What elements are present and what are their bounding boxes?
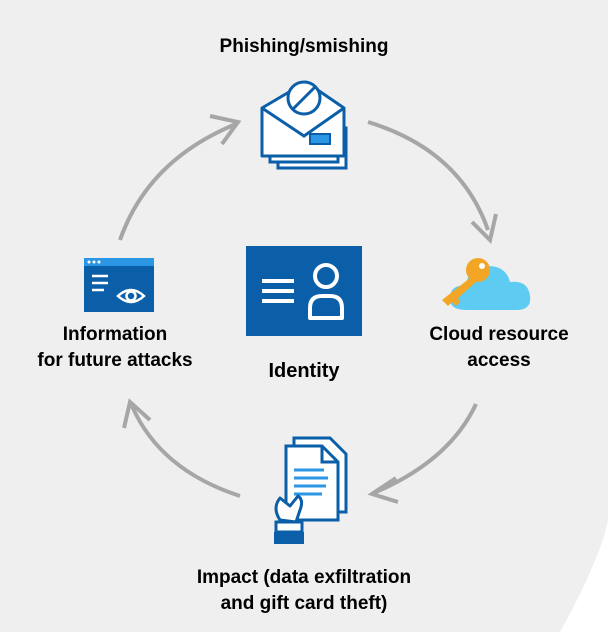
identity-card-icon	[246, 246, 362, 336]
document-hand-icon	[274, 436, 348, 544]
node-label-line: for future attacks	[37, 350, 193, 371]
phishing-envelope-icon	[260, 80, 348, 170]
node-label-cloud: Cloud resource access	[400, 322, 598, 374]
arrow-cloud-to-impact	[375, 403, 478, 494]
cloud-key-icon	[442, 258, 531, 310]
node-label-info: Information for future attacks	[10, 322, 220, 374]
node-label-line: and gift card theft)	[220, 593, 388, 614]
browser-eye-icon	[84, 258, 154, 312]
center-label-identity: Identity	[268, 360, 340, 382]
arrow-impact-to-info	[130, 405, 241, 498]
arrow-info-to-phishing	[118, 122, 237, 241]
node-label-line: Cloud resource	[429, 324, 569, 345]
node-label-phishing: Phishing/smishing	[184, 34, 424, 60]
node-label-line: Information	[62, 324, 168, 345]
node-label-line: Phishing/smishing	[219, 36, 389, 57]
arrow-phishing-to-cloud	[367, 120, 490, 231]
node-label-line: Impact (data exfiltration	[196, 567, 412, 588]
node-label-line: access	[467, 350, 531, 371]
node-label-impact: Impact (data exfiltration and gift card …	[134, 565, 474, 617]
